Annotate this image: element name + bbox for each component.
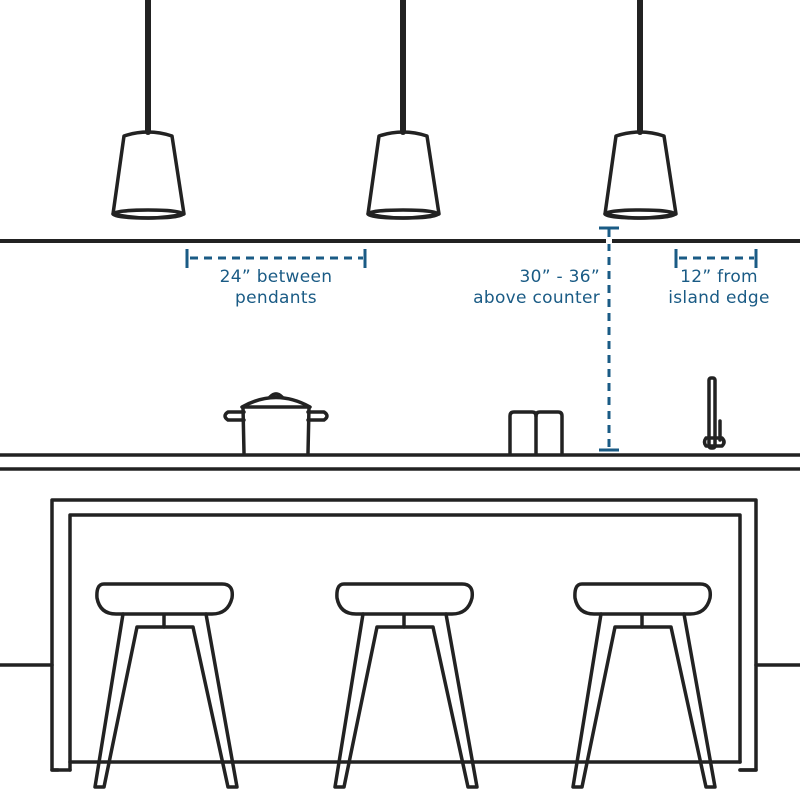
cooking-pot <box>223 392 329 455</box>
height-label-line2: above counter <box>473 288 600 308</box>
spacing-label-line2: pendants <box>235 288 317 308</box>
faucet <box>702 376 726 450</box>
edge-label-line2: island edge <box>668 288 770 308</box>
height-label-line1: 30” - 36” <box>519 267 600 287</box>
pendant-light-left <box>111 0 186 220</box>
canister-jars <box>508 410 564 455</box>
pendant-light-center <box>366 0 441 220</box>
edge-label: 12” from island edge <box>654 267 784 309</box>
bar-stool-center <box>333 582 479 789</box>
bar-stool-left <box>93 582 239 789</box>
spacing-label-line1: 24” between <box>219 267 333 287</box>
spacing-label: 24” between pendants <box>196 267 356 309</box>
bar-stool-right <box>571 582 717 789</box>
spacing-dimension-line <box>185 249 367 268</box>
edge-dimension-line <box>674 249 758 268</box>
island-outer-frame <box>50 498 758 772</box>
island-inner-panel <box>68 513 742 772</box>
height-dimension-line <box>599 226 619 452</box>
height-label: 30” - 36” above counter <box>440 267 600 309</box>
pendant-light-right <box>603 0 678 220</box>
edge-label-line1: 12” from <box>680 267 758 287</box>
